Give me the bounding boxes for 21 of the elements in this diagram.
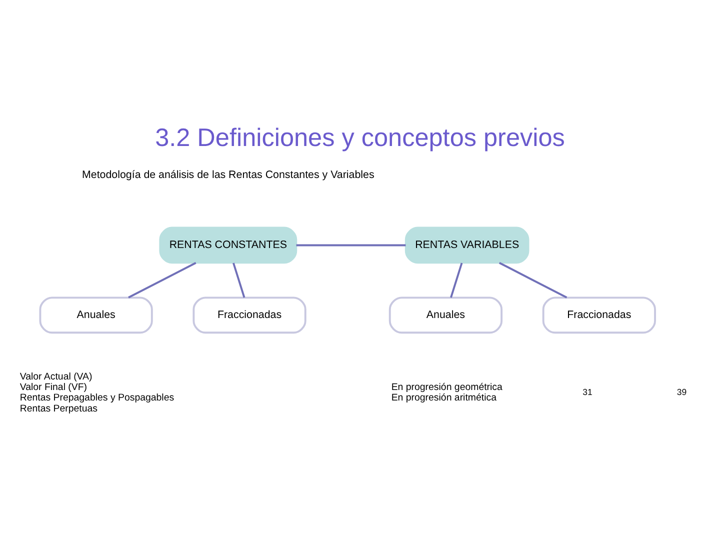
node-label: En progresión aritmética (391, 392, 496, 404)
node-box: Fraccionadas (192, 296, 306, 334)
diagram-title: 3.2 Definiciones y conceptos previos (155, 124, 565, 152)
node-label: Rentas Prepagables y Pospagables (20, 392, 174, 404)
node-box: RENTAS VARIABLES (404, 226, 530, 264)
node-label: Valor Actual (VA) (20, 371, 92, 382)
connector (498, 262, 568, 298)
connector (232, 262, 246, 298)
node-box: RENTAS CONSTANTES (159, 226, 298, 264)
node-label: En progresión geométrica (391, 382, 502, 393)
connector (128, 262, 196, 298)
label: 31 (582, 387, 592, 397)
node-box: Anuales (388, 296, 503, 334)
node-box: Fraccionadas (542, 296, 656, 334)
node-label: Rentas Perpetuas (20, 403, 98, 414)
connector (450, 262, 463, 298)
label: 39 (676, 387, 687, 397)
node-label: Valor Final (VF) (20, 382, 88, 393)
connector (296, 244, 406, 246)
node-box: Anuales (39, 296, 153, 334)
label: Metodología de análisis de las Rentas Constantes y Variables (82, 169, 374, 182)
